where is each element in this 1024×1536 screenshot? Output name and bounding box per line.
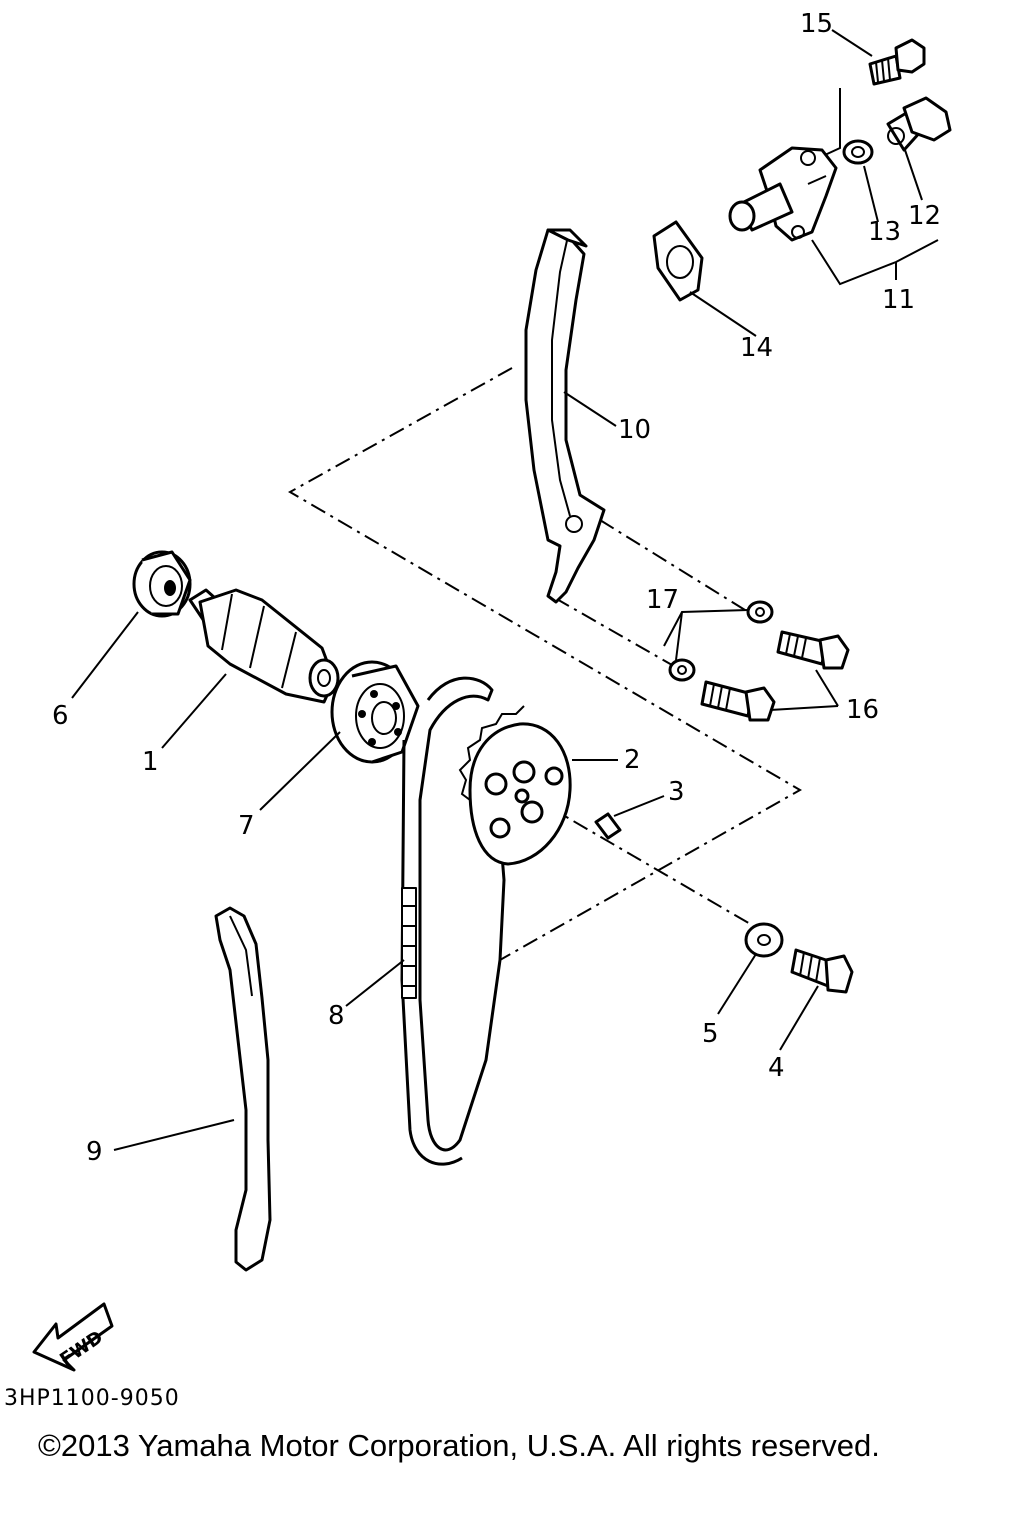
part-11-chain-tensioner [728, 146, 838, 242]
part-10-tensioner-guide [524, 228, 606, 604]
part-7-bearing [330, 660, 420, 764]
part-15-bolt [813, 38, 926, 161]
part-16-bolts [700, 630, 850, 722]
callout-6: 6 [52, 701, 69, 731]
fwd-arrow-icon: FWD [32, 1302, 114, 1372]
callout-8: 8 [328, 1001, 345, 1031]
part-17-washers [668, 600, 774, 682]
callout-13: 13 [868, 217, 901, 247]
leader-lines [71, 29, 939, 1151]
part-5-washer [744, 922, 784, 958]
callout-7: 7 [238, 811, 255, 841]
part-3-pin [594, 812, 622, 840]
callout-14: 14 [740, 333, 773, 363]
callout-10: 10 [618, 415, 651, 445]
callout-17: 17 [646, 585, 679, 615]
callout-4: 4 [768, 1053, 785, 1083]
part-4-bolt [790, 948, 854, 994]
diagram-code: 3HP1100-9050 [4, 1386, 180, 1411]
copyright-notice: ©2013 Yamaha Motor Corporation, U.S.A. A… [38, 1428, 880, 1463]
part-1-camshaft [188, 588, 340, 704]
callout-3: 3 [668, 777, 685, 807]
part-6-bearing [132, 550, 192, 618]
callout-16: 16 [846, 695, 879, 725]
callout-12: 12 [908, 201, 941, 231]
callout-5: 5 [702, 1019, 719, 1049]
callout-11: 11 [882, 285, 915, 315]
callout-2: 2 [624, 745, 641, 775]
callout-labels: 15 12 13 11 14 10 17 16 6 1 7 2 3 8 5 4 … [52, 9, 941, 1167]
part-12-bolt [886, 96, 952, 152]
callout-15: 15 [800, 9, 833, 39]
part-9-chain-guide [214, 906, 272, 1272]
part-14-gasket [652, 220, 704, 302]
callout-9: 9 [86, 1137, 103, 1167]
part-2-cam-sprocket [458, 705, 572, 866]
part-13-washer [842, 139, 874, 165]
callout-1: 1 [142, 747, 159, 777]
part-8-timing-chain [400, 676, 506, 1166]
